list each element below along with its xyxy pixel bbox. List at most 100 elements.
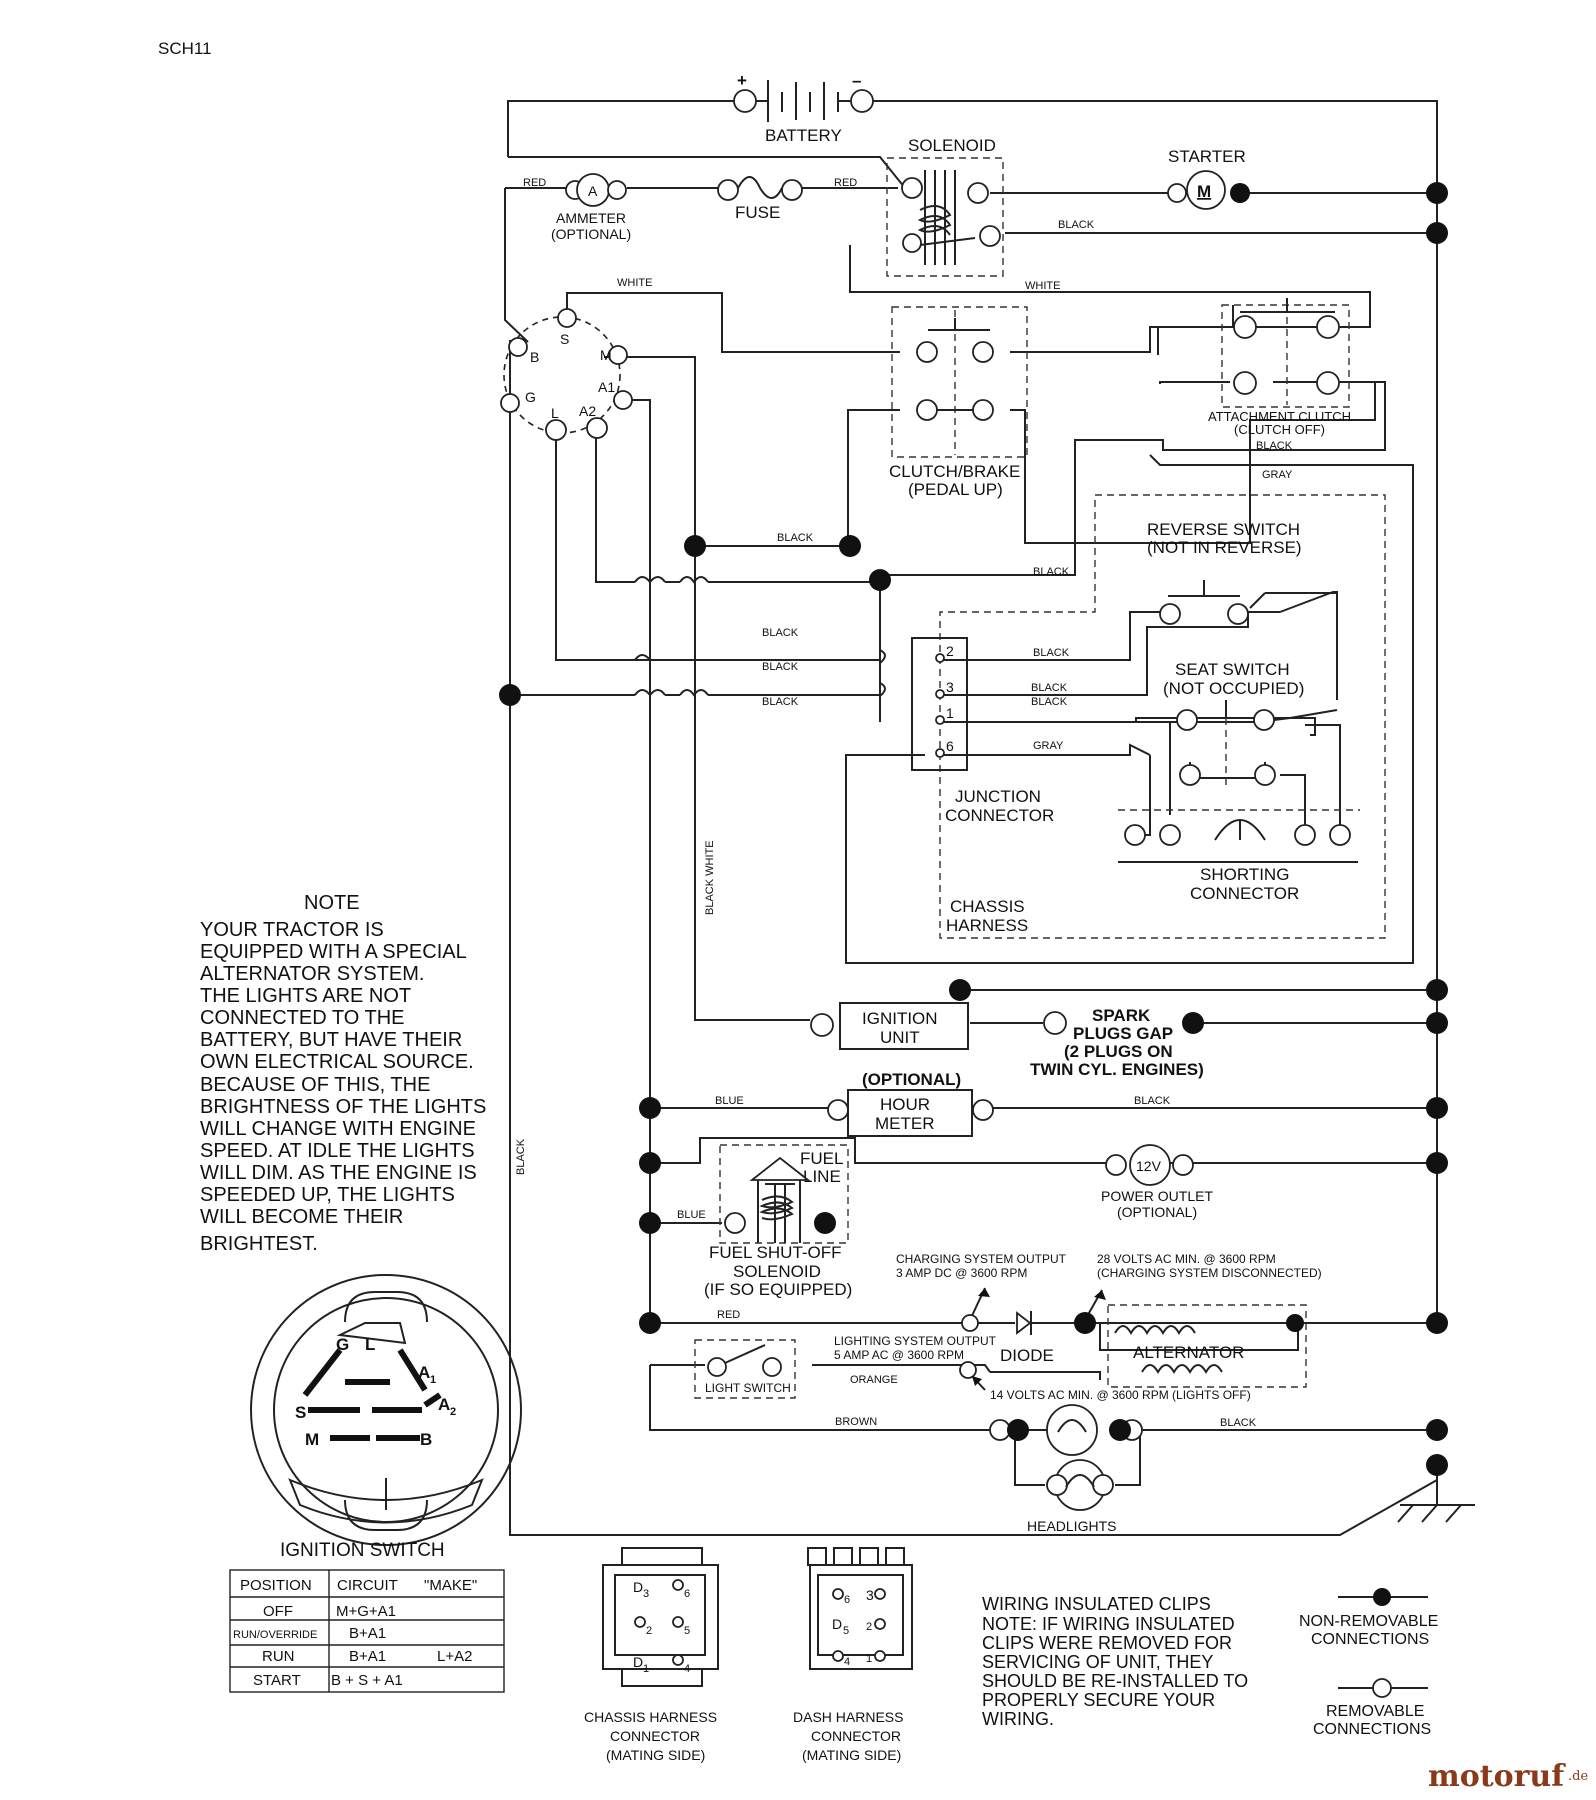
shorting-connector-label-2: CONNECTOR <box>1190 884 1299 903</box>
attachment-clutch-switch: ATTACHMENT CLUTCH (CLUTCH OFF) <box>1208 298 1351 437</box>
face-label-s: S <box>295 1403 306 1422</box>
power-outlet-symbol: 12V <box>1136 1158 1162 1174</box>
wire-labels: RED RED BLACK WHITE WHITE BLACK GRAY BLA… <box>515 177 1293 1429</box>
clips-note-line: SERVICING OF UNIT, THEY <box>982 1652 1213 1672</box>
starter-motor-symbol: M <box>1197 182 1211 201</box>
power-outlet-sub: (OPTIONAL) <box>1117 1204 1197 1220</box>
table-cell: M+G+A1 <box>336 1603 396 1620</box>
junction-pin-2: 2 <box>946 643 954 659</box>
fuel-line-label-2: LINE <box>803 1167 841 1186</box>
starter: STARTER M <box>1167 147 1246 210</box>
hour-meter-optional: (OPTIONAL) <box>862 1070 961 1089</box>
terminal-m: M <box>600 347 612 363</box>
junction-connector-label-1: JUNCTION <box>955 787 1041 806</box>
note-line: WILL BECOME THEIR <box>200 1206 403 1228</box>
clips-note-line: CLIPS WERE REMOVED FOR <box>982 1633 1232 1653</box>
lighting-output-1: LIGHTING SYSTEM OUTPUT <box>834 1334 997 1348</box>
shorting-connector: SHORTING CONNECTOR <box>1118 809 1360 903</box>
reverse-switch-label: REVERSE SWITCH <box>1147 520 1300 539</box>
dash-pin-1: 1 <box>866 1653 872 1665</box>
table-cell: OFF <box>263 1603 293 1620</box>
wire-label-black: BLACK <box>1031 696 1068 708</box>
face-label-a2-sub: 2 <box>450 1406 456 1418</box>
note-line: YOUR TRACTOR IS <box>200 919 384 941</box>
dash-pin-3: 3 <box>866 1587 874 1603</box>
note-line: OWN ELECTRICAL SOURCE. <box>200 1051 474 1073</box>
wire-label-black: BLACK <box>762 627 799 639</box>
charging-system: CHARGING SYSTEM OUTPUT 3 AMP DC @ 3600 R… <box>834 1252 1322 1402</box>
main-wires <box>504 100 1475 1536</box>
junction-pin-6: 6 <box>946 738 954 754</box>
battery: + – BATTERY <box>733 71 874 145</box>
seat-switch-label: SEAT SWITCH <box>1175 660 1290 679</box>
note-line: WILL CHANGE WITH ENGINE <box>200 1118 476 1140</box>
chassis-pin-d3: D <box>633 1579 643 1595</box>
battery-label: BATTERY <box>765 126 842 145</box>
face-label-g: G <box>336 1335 349 1354</box>
wire-label-black-white: BLACK WHITE <box>704 840 716 915</box>
face-label-l: L <box>365 1335 375 1354</box>
chassis-pin-2: 2 <box>646 1625 652 1637</box>
ignition-switch-table: POSITION CIRCUIT "MAKE" OFF M+G+A1 RUN/O… <box>229 1569 505 1693</box>
legend-non-removable: NON-REMOVABLE <box>1299 1613 1438 1630</box>
wire-label-black: BLACK <box>762 696 799 708</box>
note-line: ALTERNATOR SYSTEM. <box>200 963 424 985</box>
face-label-m: M <box>305 1430 319 1449</box>
shorting-connector-label-1: SHORTING <box>1200 865 1289 884</box>
note-line: EQUIPPED WITH A SPECIAL <box>200 941 467 963</box>
seat-switch: SEAT SWITCH (NOT OCCUPIED) <box>1163 660 1304 786</box>
seat-switch-sub: (NOT OCCUPIED) <box>1163 679 1304 698</box>
wire-label-blue: BLUE <box>715 1095 744 1107</box>
table-cell: RUN/OVERRIDE <box>233 1629 317 1641</box>
ammeter-symbol: A <box>588 183 598 199</box>
terminal-a2: A2 <box>579 403 596 419</box>
note-line: WILL DIM. AS THE ENGINE IS <box>200 1162 477 1184</box>
ignition-unit: IGNITION UNIT SPARK PLUGS GAP (2 PLUGS O… <box>810 1002 1204 1079</box>
table-header: CIRCUIT <box>337 1577 398 1594</box>
attachment-clutch-sub: (CLUTCH OFF) <box>1234 422 1325 437</box>
dash-harness-connector: 6 3 D 5 2 4 1 DASH HARNESS CONNECTOR (MA… <box>793 1547 913 1763</box>
chassis-pin-sub: 1 <box>643 1663 649 1675</box>
fuel-shutoff-solenoid: FUEL LINE FUEL SHUT-OFF SOLENOID (IF SO … <box>704 1144 852 1299</box>
wire-label-black: BLACK <box>1031 682 1068 694</box>
clips-note: WIRING INSULATED CLIPS NOTE: IF WIRING I… <box>982 1594 1248 1729</box>
face-label-a1: A <box>418 1363 430 1382</box>
volts14-label: 14 VOLTS AC MIN. @ 3600 RPM (LIGHTS OFF) <box>990 1388 1251 1402</box>
wire-label-red: RED <box>717 1309 740 1321</box>
chassis-connector-label: (MATING SIDE) <box>606 1747 705 1763</box>
starter-label: STARTER <box>1168 147 1246 166</box>
dash-pin-2: 2 <box>866 1621 872 1633</box>
wire-crossovers <box>634 576 886 697</box>
light-switch: LIGHT SWITCH <box>694 1339 796 1399</box>
terminal-g: G <box>525 389 536 405</box>
note-line: BRIGHTEST. <box>200 1233 318 1255</box>
fuse-label: FUSE <box>735 203 780 222</box>
wire-label-red: RED <box>834 177 857 189</box>
face-label-b: B <box>420 1430 432 1449</box>
fuel-solenoid-label-1: FUEL SHUT-OFF <box>709 1243 842 1262</box>
ammeter-label: AMMETER <box>556 210 626 226</box>
terminal-b: B <box>530 349 539 365</box>
note-line: THE LIGHTS ARE NOT <box>200 985 411 1007</box>
battery-plus: + <box>737 71 747 90</box>
table-cell: B+A1 <box>349 1648 386 1665</box>
face-label-a2: A <box>438 1395 450 1414</box>
headlights-label: HEADLIGHTS <box>1027 1518 1116 1534</box>
table-cell: START <box>253 1672 301 1689</box>
lighting-output-2: 5 AMP AC @ 3600 RPM <box>834 1348 964 1362</box>
wire-label-black: BLACK <box>1134 1095 1171 1107</box>
fuel-line-label-1: FUEL <box>800 1149 843 1168</box>
table-header: POSITION <box>240 1577 312 1594</box>
ignition-unit-label-1: IGNITION <box>862 1009 938 1028</box>
wire-label-black: BLACK <box>1220 1417 1257 1429</box>
terminal-l: L <box>551 405 559 421</box>
ignition-switch-face: G L A 1 S A 2 M B IGNITION SWITCH <box>250 1274 522 1561</box>
spark-label-2: PLUGS GAP <box>1073 1024 1173 1043</box>
chassis-harness-label-1: CHASSIS <box>950 897 1025 916</box>
dash-pin-6: 6 <box>844 1594 850 1606</box>
watermark-suffix: .de <box>1568 1769 1588 1784</box>
note-line: SPEED. AT IDLE THE LIGHTS <box>200 1140 475 1162</box>
volts28-1: 28 VOLTS AC MIN. @ 3600 RPM <box>1097 1252 1276 1266</box>
spark-label-4: TWIN CYL. ENGINES) <box>1030 1060 1204 1079</box>
